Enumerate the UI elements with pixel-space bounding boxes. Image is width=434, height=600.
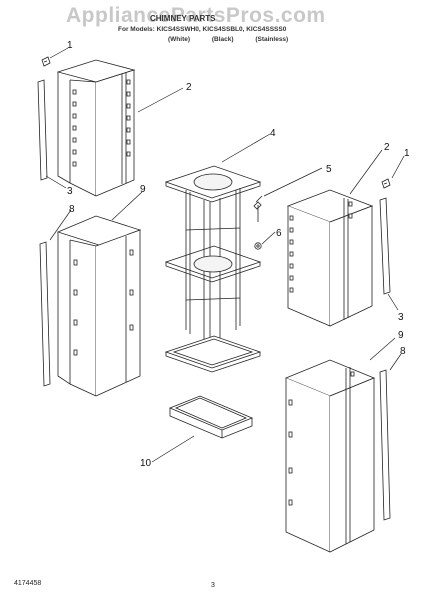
callout-9-right: 9 xyxy=(398,330,404,341)
callout-1-left: 1 xyxy=(67,40,73,51)
callout-2-left: 2 xyxy=(186,82,192,93)
part-10-tray xyxy=(168,395,254,439)
callout-6: 6 xyxy=(276,228,282,239)
part-2-right-upper-chimney xyxy=(286,189,374,327)
page-number: 3 xyxy=(211,582,215,589)
part-2-left-upper-chimney xyxy=(56,59,136,197)
part-9-left-lower-chimney xyxy=(56,215,142,397)
part-4-support-frame xyxy=(164,165,262,373)
watermark: AppliancePartsPros.com xyxy=(66,4,326,27)
part-8-right-strip xyxy=(379,369,391,521)
callout-8-right: 8 xyxy=(400,346,406,357)
diagram-title: CHIMNEY PARTS xyxy=(150,14,216,23)
callout-4: 4 xyxy=(270,128,276,139)
part-3-left-strip xyxy=(37,79,48,181)
variant-black: (Black) xyxy=(211,36,234,43)
models-line: For Models: KICS4SSWH0, KICS4SSBL0, KICS… xyxy=(118,26,287,33)
part-9-right-lower-chimney xyxy=(284,359,376,553)
part-1-right-clip xyxy=(381,178,391,189)
callout-8-left: 8 xyxy=(69,204,75,215)
part-6-nut xyxy=(254,242,262,250)
callout-2-right: 2 xyxy=(384,142,390,153)
part-1-left-clip xyxy=(41,56,51,67)
variant-white: (White) xyxy=(168,36,191,43)
part-3-right-strip xyxy=(379,197,391,295)
part-8-left-strip xyxy=(39,241,51,387)
leader-lines xyxy=(45,47,405,463)
variant-stainless: (Stainless) xyxy=(255,36,289,43)
callout-1-right: 1 xyxy=(404,148,410,159)
part-5-screw xyxy=(253,195,263,222)
callout-9-left: 9 xyxy=(140,184,146,195)
callout-3-left: 3 xyxy=(67,186,73,197)
callout-3-right: 3 xyxy=(398,312,404,323)
variant-labels: (White) (Black) (Stainless) xyxy=(168,36,308,43)
callout-10: 10 xyxy=(140,458,152,469)
callout-5: 5 xyxy=(326,164,332,175)
document-number: 4174458 xyxy=(14,580,42,587)
